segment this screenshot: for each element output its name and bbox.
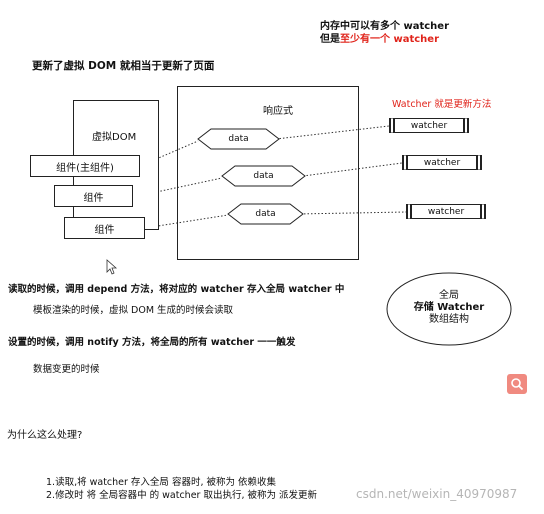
- read-title: 读取的时候，调用 depend 方法，将对应的 watcher 存入全局 wat…: [8, 284, 345, 295]
- question-text: 为什么这么处理?: [7, 430, 83, 441]
- top-note-red: 至少有一个 watcher: [340, 34, 440, 45]
- set-sub: 数据变更的时候: [33, 364, 100, 375]
- watcher-label-3: watcher: [427, 206, 465, 217]
- data-label-2: data: [253, 171, 274, 181]
- component-main-label: 组件(主组件): [56, 162, 114, 174]
- search-icon: [511, 378, 524, 391]
- watcher-note: Watcher 就是更新方法: [392, 99, 492, 110]
- search-button[interactable]: [507, 374, 527, 394]
- top-note-prefix: 但是: [320, 34, 340, 45]
- ellipse-line1: 全局: [439, 290, 459, 301]
- connector-data1-watcher1: [275, 125, 390, 140]
- watcher-label-1: watcher: [410, 120, 448, 131]
- vdom-title: 虚拟DOM: [92, 132, 137, 143]
- component-2: 组件: [54, 185, 133, 207]
- cursor-icon: [106, 259, 118, 275]
- ellipse-text: 全局 存储 Watcher 数组结构: [387, 290, 511, 326]
- data-hexagon-3: [227, 203, 304, 225]
- watermark: csdn.net/weixin_40970987: [356, 487, 518, 501]
- reactive-title: 响应式: [263, 106, 293, 117]
- set-title: 设置的时候，调用 notify 方法，将全局的所有 watcher 一一触发: [8, 337, 296, 348]
- connector-data3-watcher3: [296, 211, 407, 215]
- component-3-label: 组件: [94, 224, 115, 236]
- connector-data2-watcher2: [302, 162, 403, 177]
- reactive-container: [177, 86, 359, 260]
- top-note-line1: 内存中可以有多个 watcher: [320, 21, 450, 32]
- data-hexagon-2: [221, 165, 306, 187]
- read-sub: 模板渲染的时候，虚拟 DOM 生成的时候会读取: [33, 305, 234, 316]
- data-hexagon-1: [197, 128, 280, 150]
- component-2-label: 组件: [83, 192, 104, 204]
- top-note-line2: 但是至少有一个 watcher: [320, 30, 439, 45]
- answer-2: 2.修改时 将 全局容器中 的 watcher 取出执行, 被称为 派发更新: [46, 490, 318, 501]
- watcher-box-2: watcher: [402, 155, 482, 170]
- component-3: 组件: [64, 217, 145, 239]
- ellipse-line2: 存储 Watcher: [413, 302, 485, 313]
- ellipse-line3: 数组结构: [429, 314, 469, 325]
- page-heading: 更新了虚拟 DOM 就相当于更新了页面: [32, 60, 215, 72]
- component-main: 组件(主组件): [30, 155, 140, 177]
- data-label-1: data: [228, 134, 249, 144]
- data-label-3: data: [255, 209, 276, 219]
- global-watcher-ellipse: [386, 272, 512, 346]
- watcher-box-3: watcher: [406, 204, 486, 219]
- watcher-box-1: watcher: [389, 118, 469, 133]
- answer-1: 1.读取,将 watcher 存入全局 容器时, 被称为 依赖收集: [46, 477, 277, 488]
- watcher-label-2: watcher: [423, 157, 461, 168]
